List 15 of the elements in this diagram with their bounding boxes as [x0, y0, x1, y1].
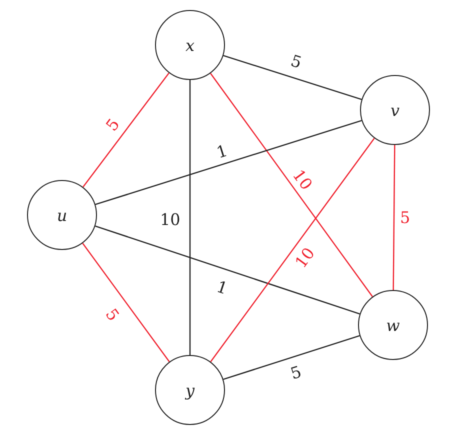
- graph-edge: [210, 138, 375, 362]
- graph-edge: [95, 120, 362, 206]
- vertex-label: x: [185, 36, 195, 54]
- vertex-label: v: [390, 100, 400, 120]
- vertex-label: w: [386, 316, 400, 334]
- graph-edge: [392, 145, 396, 290]
- vertex-label: y: [185, 380, 195, 400]
- graph-edge: [223, 335, 360, 380]
- graph-edge: [82, 242, 170, 362]
- graph-edge: [189, 80, 191, 355]
- vertex-label: u: [56, 206, 68, 224]
- graph-edge: [82, 72, 170, 188]
- graph-edge: [95, 225, 360, 315]
- graph-edge: [210, 72, 373, 298]
- graph-edge: [223, 55, 362, 100]
